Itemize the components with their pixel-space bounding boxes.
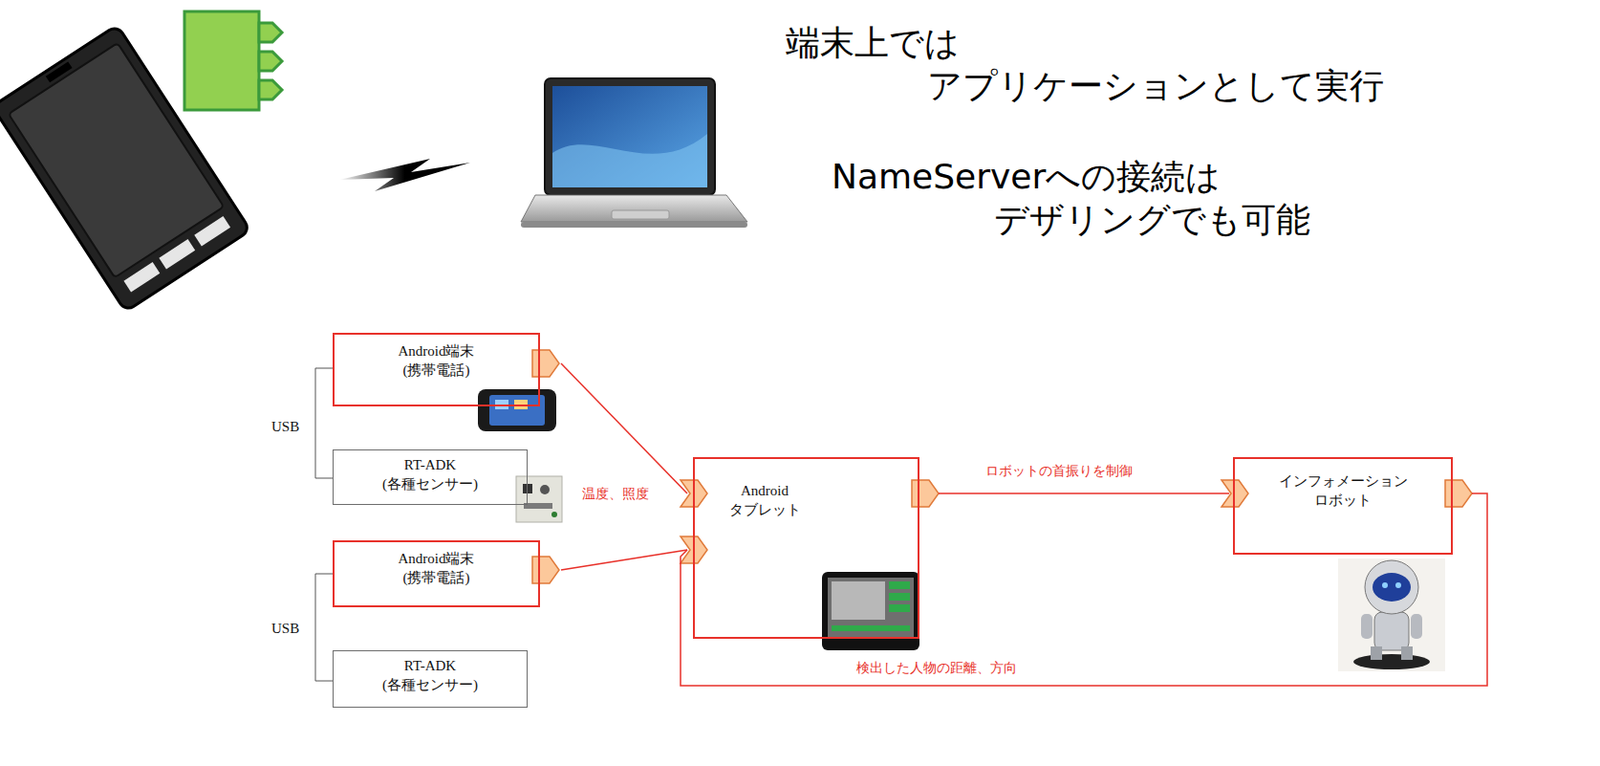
phone-photo <box>477 594 557 633</box>
phone-camera <box>45 61 73 83</box>
robot-body <box>1374 611 1409 650</box>
laptop-base <box>520 194 748 222</box>
node-text-block: Android端末 (携帯電話) <box>374 342 499 380</box>
signal-label: ロボットの首振りを制御 <box>982 462 1136 480</box>
robot-eye <box>1382 582 1388 588</box>
connector <box>938 492 1230 495</box>
out-port <box>532 556 560 584</box>
connector <box>315 573 333 681</box>
chip <box>522 483 533 494</box>
robot-arm <box>1361 613 1373 639</box>
led <box>551 511 558 518</box>
bus-label: USB <box>268 620 303 637</box>
sensor-box: RT-ADK (各種センサー) <box>332 649 528 708</box>
phone-photo <box>477 389 557 432</box>
connector <box>680 493 1488 686</box>
tablet-box: Android タブレット <box>692 456 920 639</box>
robot-leg <box>1401 646 1413 660</box>
photo-screen <box>489 394 545 426</box>
signal-label: 温度、照度 <box>579 485 652 503</box>
node-label: Android タブレット <box>712 481 818 519</box>
note-text: 端末上では アプリケーションとして実行 <box>785 21 1409 108</box>
note-text: NameServerへの接続は デザリングでも可能 <box>831 154 1530 241</box>
sensor-box: RT-ADK (各種センサー) <box>332 449 528 505</box>
signal-label: 検出した人物の距離、方向 <box>853 659 1020 677</box>
connector <box>315 367 333 478</box>
node-text-block: RT-ADK (各種センサー) <box>367 656 493 694</box>
robot-visor <box>1372 572 1411 602</box>
node-label: Android端末 (携帯電話) <box>374 549 499 587</box>
laptop-lid <box>544 78 715 195</box>
ui-button <box>888 604 910 612</box>
node-text-block: インフォメーション ロボット <box>1271 472 1415 510</box>
robot-photo <box>1338 558 1446 671</box>
laptop-edge <box>520 221 748 228</box>
ui-slider <box>831 625 910 631</box>
wireless-bolt <box>339 158 471 192</box>
laptop-icon <box>520 78 748 228</box>
laptop-screen <box>552 86 708 188</box>
device-box: Android端末 (携帯電話) <box>332 332 541 407</box>
node-label: Android端末 (携帯電話) <box>374 342 499 380</box>
photo-frame <box>477 594 557 633</box>
camera-view <box>831 581 886 620</box>
node-text-block: Android端末 (携帯電話) <box>374 549 499 587</box>
component-body <box>184 11 260 110</box>
screen-wave <box>552 133 708 188</box>
touchpad <box>611 210 670 219</box>
ui-button <box>888 592 910 601</box>
sensor <box>540 484 550 495</box>
node-label: インフォメーション ロボット <box>1271 472 1415 510</box>
photo-ground <box>1338 558 1446 671</box>
component-port <box>259 51 282 71</box>
robot-arm <box>1410 613 1423 639</box>
photo-frame <box>477 389 557 432</box>
board-photo <box>516 475 563 522</box>
out-port <box>1445 479 1472 507</box>
node-text-block: Android タブレット <box>712 481 818 519</box>
phone-button <box>123 261 160 292</box>
device-box: Android端末 (携帯電話) <box>332 540 541 607</box>
connector <box>561 549 688 570</box>
phone-button <box>158 238 195 269</box>
robot-box: インフォメーション ロボット <box>1232 456 1453 555</box>
out-port <box>911 479 939 507</box>
rt-component-icon <box>184 11 282 110</box>
component-port <box>259 80 282 100</box>
photo-icon <box>495 399 509 410</box>
robot-head <box>1364 560 1419 614</box>
node-text-block: RT-ADK (各種センサー) <box>367 455 493 494</box>
robot-base <box>1353 653 1430 670</box>
ui-button <box>888 581 910 589</box>
connector <box>561 363 688 494</box>
board <box>516 475 563 522</box>
phone-button <box>194 216 231 246</box>
node-label: RT-ADK (各種センサー) <box>367 656 493 694</box>
bus-label: USB <box>268 418 303 435</box>
photo-icon <box>514 399 528 410</box>
out-port <box>532 349 560 377</box>
component-port <box>259 22 282 43</box>
robot-eye <box>1395 582 1402 588</box>
tablet-screen <box>827 577 914 637</box>
robot-leg <box>1370 646 1383 660</box>
node-label: RT-ADK (各種センサー) <box>367 455 493 494</box>
header <box>523 502 553 509</box>
